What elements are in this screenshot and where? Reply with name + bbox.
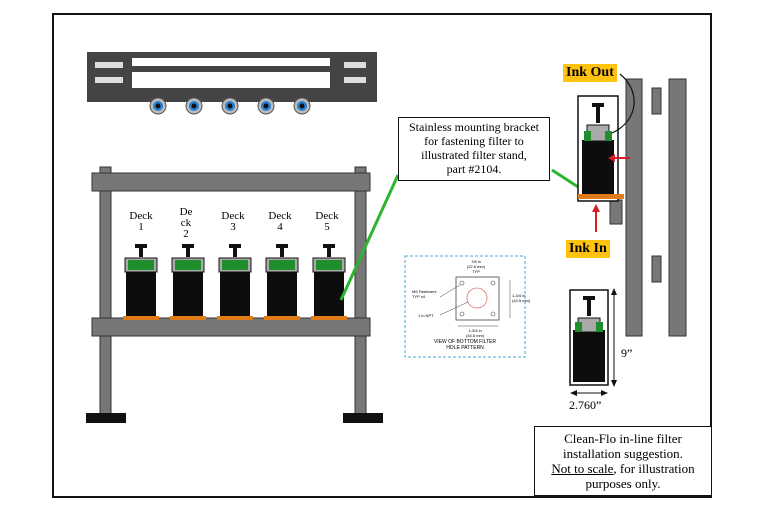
callout-line: part #2104.: [446, 162, 502, 176]
hole-npt: 1 in NPT: [418, 313, 434, 318]
hole-caption: VIEW OF BOTTOM FILTER HOLE PATTERN: [420, 339, 510, 351]
nozzle-row: [149, 97, 311, 115]
deck-label-line: Deck: [268, 210, 292, 222]
note-not-to-scale: Not to scale: [551, 461, 614, 476]
nozzle-icon: [293, 97, 311, 115]
deck-label-line: ck: [180, 217, 192, 229]
hole-text: 1-3/4 in: [468, 328, 482, 333]
callout-line: illustrated filter stand,: [421, 148, 527, 162]
filter-stand: [86, 166, 383, 423]
side-view-rails: [609, 78, 687, 337]
ink-out-label: Ink Out: [563, 64, 617, 82]
note-line: Not to scale, for illustration: [535, 461, 711, 476]
hole-text: M6 Fasteners: [412, 289, 437, 294]
height-dimension: 9”: [621, 346, 633, 360]
hole-text: (44.5 mm): [512, 298, 531, 303]
note-line: purposes only.: [585, 476, 661, 491]
note-line-rest: , for illustration: [613, 461, 695, 476]
bracket-callout: Stainless mounting bracket for fastening…: [398, 117, 550, 181]
nozzle-icon: [257, 97, 275, 115]
dimension-filter: [569, 288, 617, 396]
callout-line: for fastening filter to: [424, 134, 524, 148]
deck-label-line: Deck: [129, 210, 153, 222]
deck-label-line: 3: [230, 221, 236, 233]
deck-label-line: 2: [183, 228, 189, 240]
hole-text: TYP: [472, 269, 480, 274]
deck-label-line: 5: [324, 221, 330, 233]
deck-filter: [264, 244, 300, 320]
hole-text: (44.5 mm): [466, 333, 485, 338]
hole-text: (22.6 mm): [466, 264, 486, 269]
deck-filter: [123, 244, 159, 320]
nozzle-icon: [221, 97, 239, 115]
deck-label-line: 4: [277, 221, 283, 233]
deck-label-line: De: [179, 206, 193, 218]
callout-line: Stainless mounting bracket: [409, 120, 539, 134]
width-dimension: 2.760”: [569, 398, 602, 412]
diagram-frame: [52, 13, 712, 498]
print-head-rail: [87, 52, 377, 102]
installation-note: Clean-Flo in-line filter installation su…: [534, 426, 712, 496]
deck-filter: [217, 244, 253, 320]
hole-text: 1-3/4 in: [512, 293, 526, 298]
callout-leader-left: [339, 174, 400, 301]
ink-in-label: Ink In: [566, 240, 610, 258]
side-view-filter: [577, 73, 635, 232]
nozzle-icon: [149, 97, 167, 115]
hole-text: 7/8 in: [471, 259, 481, 264]
hole-top-dim: 7/8 in (22.6 mm) TYP: [462, 259, 490, 274]
nozzle-icon: [185, 97, 203, 115]
hole-fasteners: M6 Fasteners TYP x4: [412, 289, 436, 299]
deck-filters: [123, 244, 347, 320]
hole-side-dim: 1-3/4 in (44.5 mm): [512, 293, 530, 303]
deck-label-line: Deck: [315, 210, 339, 222]
deck-label-line: Deck: [221, 210, 245, 222]
hole-bottom-dim: 1-3/4 in (44.5 mm): [466, 328, 484, 338]
deck-filter: [311, 244, 347, 320]
hole-pattern-drawing: [404, 255, 526, 358]
note-line: Clean-Flo in-line filter: [564, 431, 682, 446]
hole-text: VIEW OF BOTTOM FILTER: [433, 339, 497, 345]
deck-filter: [170, 244, 206, 320]
hole-text: TYP x4: [412, 294, 426, 299]
hole-text: HOLE PATTERN: [446, 345, 484, 351]
note-line: installation suggestion.: [563, 446, 683, 461]
deck-label-line: 1: [138, 221, 144, 233]
